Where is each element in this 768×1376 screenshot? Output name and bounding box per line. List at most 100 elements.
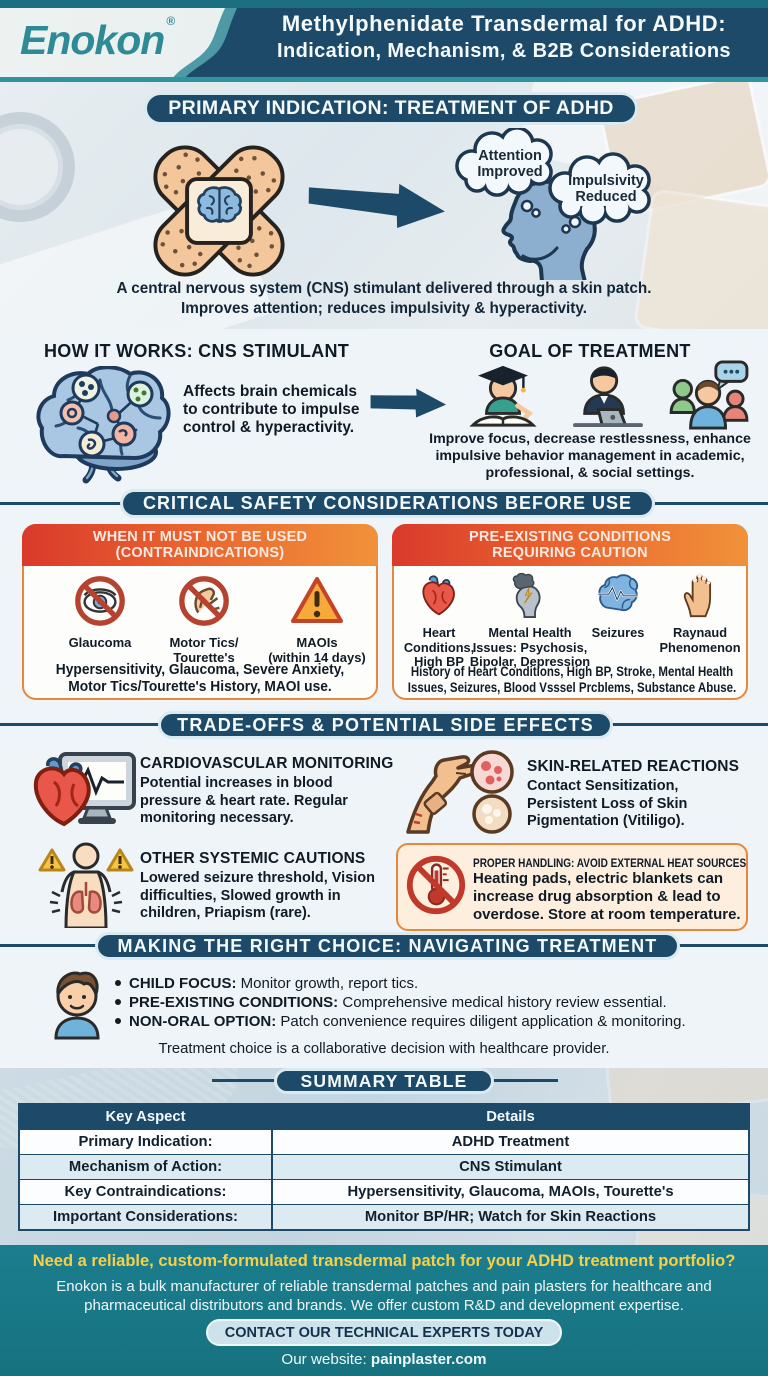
raynaud-label: Raynaud Phenomenon	[659, 625, 741, 655]
skin-text: Contact Sensitization, Persistent Loss o…	[527, 778, 688, 829]
heart-icon	[422, 575, 455, 616]
page-title-line2: Indication, Mechanism, & B2B Considerati…	[277, 40, 731, 62]
page-title-line1: Methylphenidate Transdermal for ADHD:	[281, 11, 727, 36]
hero-caption-line1: A central nervous system (CNS) stimulant…	[116, 280, 652, 297]
goal-text: Improve focus, decrease restlessness, en…	[429, 431, 751, 481]
precautions-title-line2: REQUIRING CAUTION	[492, 545, 648, 561]
social-icon	[669, 360, 749, 430]
page-title: Methylphenidate Transdermal for ADHD: In…	[248, 11, 760, 63]
raynaud-item: Raynaud Phenomenon	[652, 572, 748, 655]
seizure-brain-icon	[597, 574, 639, 612]
seizures-label: Seizures	[591, 625, 645, 640]
bullet-child-focus: CHILD FOCUS: Monitor growth, report tics…	[115, 975, 419, 992]
bullet-preexisting: PRE-EXISTING CONDITIONS: Comprehensive m…	[115, 994, 667, 1011]
bullet-preexisting-text: Comprehensive medical history review ess…	[338, 994, 667, 1011]
thought-bubble-2-label: Impulsivity Reduced	[568, 173, 644, 205]
precautions-note: History of Heart Conditions, High BP, St…	[407, 664, 737, 696]
no-tics-icon	[179, 576, 229, 626]
safety-heading-pill: CRITICAL SAFETY CONSIDERATIONS BEFORE US…	[120, 489, 655, 518]
contraindications-title-line2: (CONTRAINDICATIONS)	[115, 545, 285, 561]
how-arrow-icon	[370, 388, 447, 418]
mental-health-icon	[512, 572, 541, 618]
how-it-works-text: Affects brain chemicals to contribute to…	[183, 383, 360, 436]
hero-arrow-icon	[308, 183, 445, 229]
bullet-child-focus-label: CHILD FOCUS:	[129, 975, 237, 992]
skin-reaction-icon	[406, 750, 514, 834]
header-band	[0, 8, 768, 77]
heat-title: PROPER HANDLING: AVOID EXTERNAL HEAT SOU…	[473, 856, 747, 870]
contraindications-note: Hypersensitivity, Glaucoma, Severe Anxie…	[55, 662, 345, 695]
no-eye-icon	[75, 576, 125, 626]
summary-row2-value: CNS Stimulant	[459, 1159, 562, 1175]
glaucoma-label: Glaucoma	[68, 635, 132, 650]
maois-label: MAOIs (within 14 days)	[268, 635, 366, 665]
footer-headline: Need a reliable, custom-formulated trans…	[32, 1252, 736, 1270]
head-thoughts-icon	[455, 128, 651, 280]
safety-heading: CRITICAL SAFETY CONSIDERATIONS BEFORE US…	[142, 493, 633, 513]
tradeoffs-heading-pill: TRADE-OFFS & POTENTIAL SIDE EFFECTS	[158, 711, 613, 739]
how-it-works-heading: HOW IT WORKS: CNS STIMULANT	[44, 341, 350, 361]
choice-heading-pill: MAKING THE RIGHT CHOICE: NAVIGATING TREA…	[95, 932, 680, 960]
warning-triangle-icon	[291, 577, 343, 623]
seizures-item: Seizures	[588, 572, 648, 641]
thought-bubble-1-label: Attention Improved	[477, 148, 543, 180]
precautions-card-header: PRE-EXISTING CONDITIONS REQUIRING CAUTIO…	[392, 524, 748, 566]
motor-tics-label: Motor Tics/ Tourette's	[169, 635, 239, 665]
child-avatar-icon	[54, 971, 100, 1040]
cardio-text: Potential increases in blood pressure & …	[140, 775, 348, 826]
header-underline	[0, 77, 768, 82]
summary-table-row: Important Considerations: Monitor BP/HR;…	[20, 1204, 748, 1229]
footer-background	[0, 1245, 768, 1376]
summary-table: Key Aspect Details Primary Indication: A…	[18, 1103, 750, 1231]
mental-health-label: Mental Health Issues: Psychosis, Bipolar…	[469, 625, 591, 669]
brain-small-icon	[197, 186, 242, 223]
cardio-title: CARDIOVASCULAR MONITORING	[140, 755, 394, 772]
bullet-preexisting-label: PRE-EXISTING CONDITIONS:	[129, 994, 339, 1011]
summary-row1-value: ADHD Treatment	[451, 1134, 570, 1150]
summary-row1-key: Primary Indication:	[20, 1130, 273, 1154]
top-teal-bar	[0, 0, 768, 8]
summary-row4-value: Monitor BP/HR; Watch for Skin Reactions	[364, 1209, 657, 1225]
footer-website-label: Our website:	[281, 1351, 367, 1368]
footer-body: Enokon is a bulk manufacturer of reliabl…	[56, 1278, 712, 1314]
heat-text: Heating pads, electric blankets can incr…	[473, 870, 741, 923]
raynaud-hand-icon	[683, 573, 712, 618]
heart-conditions-item: Heart Conditions, High BP	[399, 572, 479, 670]
summary-col-key-aspect: Key Aspect	[20, 1105, 273, 1129]
heart-conditions-label: Heart Conditions, High BP	[403, 625, 475, 669]
no-heat-icon	[406, 855, 466, 915]
bullet-dot	[115, 999, 121, 1005]
summary-heading-pill: SUMMARY TABLE	[274, 1068, 494, 1094]
skin-title: SKIN-RELATED REACTIONS	[527, 758, 740, 775]
precautions-title-line1: PRE-EXISTING CONDITIONS	[469, 528, 671, 545]
bandage-brain-icon	[153, 145, 285, 277]
summary-row2-key: Mechanism of Action:	[20, 1155, 273, 1179]
hero-caption: A central nervous system (CNS) stimulant…	[64, 279, 704, 318]
stethoscope-photo-shape	[0, 112, 75, 222]
contraindications-title-line1: WHEN IT MUST NOT BE USED	[92, 528, 308, 545]
hero-heading: PRIMARY INDICATION: TREATMENT OF ADHD	[168, 97, 614, 119]
contraindications-card: WHEN IT MUST NOT BE USED (CONTRAINDICATI…	[22, 524, 378, 700]
bullet-dot	[115, 1018, 121, 1024]
glaucoma-item: Glaucoma	[46, 574, 154, 651]
contact-button[interactable]: CONTACT OUR TECHNICAL EXPERTS TODAY	[206, 1319, 562, 1346]
header-wave-shape	[173, 8, 768, 77]
summary-table-row: Primary Indication: ADHD Treatment	[20, 1129, 748, 1154]
bullet-dot	[115, 980, 121, 986]
registered-mark: ®	[166, 14, 176, 29]
contact-button-label: CONTACT OUR TECHNICAL EXPERTS TODAY	[224, 1324, 544, 1341]
brain-chemicals-icon	[36, 366, 171, 484]
summary-row3-value: Hypersensitivity, Glaucoma, MAOIs, Toure…	[347, 1184, 674, 1200]
summary-row4-key: Important Considerations:	[20, 1205, 273, 1229]
bullet-nonoral: NON-ORAL OPTION: Patch convenience requi…	[115, 1013, 686, 1030]
brand-logo-text: Enokon	[20, 17, 165, 63]
bullet-child-focus-text: Monitor growth, report tics.	[236, 975, 419, 992]
footer-website-url[interactable]: painplaster.com	[370, 1351, 487, 1368]
hero-heading-pill: PRIMARY INDICATION: TREATMENT OF ADHD	[144, 92, 638, 125]
heart-monitor-icon	[33, 752, 136, 827]
contraindications-card-header: WHEN IT MUST NOT BE USED (CONTRAINDICATI…	[22, 524, 378, 566]
summary-table-header-row: Key Aspect Details	[20, 1105, 748, 1129]
goal-heading: GOAL OF TREATMENT	[489, 341, 691, 361]
hero-caption-line2: Improves attention; reduces impulsivity …	[180, 299, 588, 317]
